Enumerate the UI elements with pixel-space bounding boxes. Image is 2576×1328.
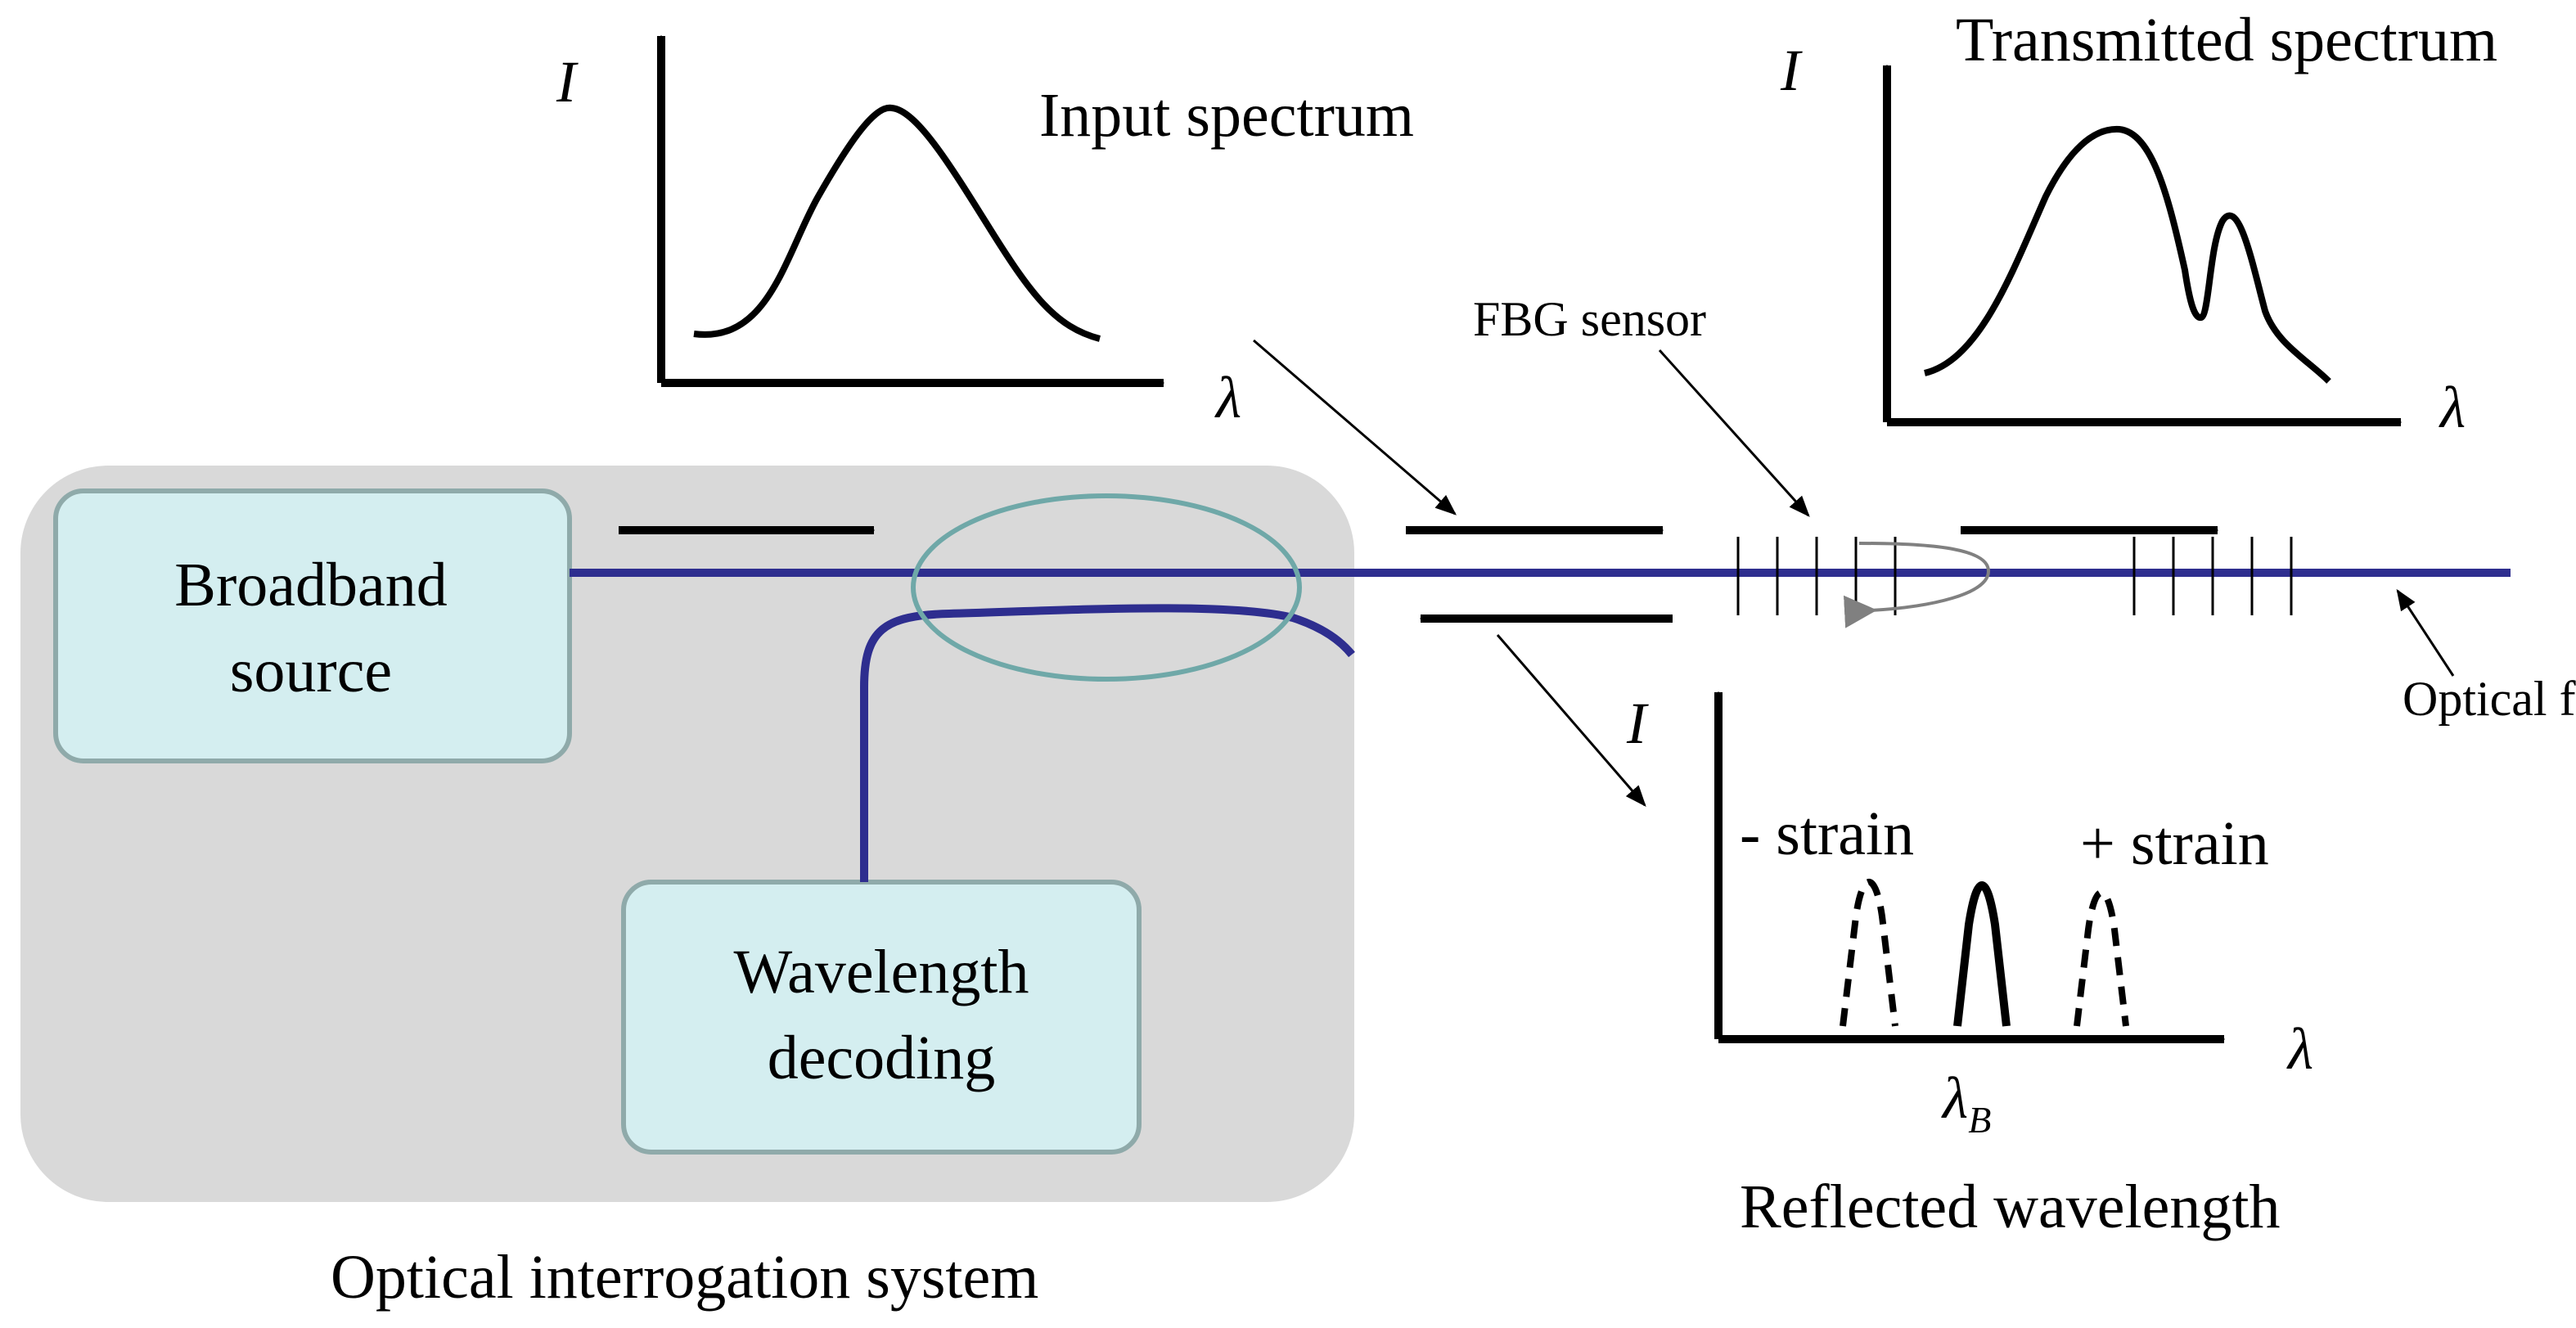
transmitted-wavelength-symbol: λ	[2439, 375, 2466, 440]
plus-strain-peak	[2074, 889, 2129, 1027]
reflected-wavelength-plot: I λ - strain + strain λB	[1626, 691, 2313, 1141]
minus-strain-label: - strain	[1740, 799, 1914, 868]
fbg-sensor-label: FBG sensor	[1473, 292, 1706, 346]
broadband-source-label-line2: source	[230, 637, 392, 705]
input-spectrum-plot: I λ	[556, 36, 1241, 430]
optical-interrogation-system-title: Optical interrogation system	[331, 1243, 1038, 1312]
reflected-pointer	[1496, 634, 1646, 807]
transmitted-intensity-symbol: I	[1780, 38, 1803, 103]
reflection-loop-arrow	[1843, 542, 1991, 628]
reflected-wavelength-symbol: λ	[2286, 1016, 2313, 1082]
reflected-wavelength-title: Reflected wavelength	[1740, 1173, 2280, 1241]
fbg-grating-second	[2132, 537, 2293, 615]
transmitted-spectrum-plot: I λ	[1780, 38, 2466, 440]
input-wavelength-symbol: λ	[1214, 365, 1241, 430]
input-intensity-symbol: I	[556, 49, 579, 115]
plus-strain-label: + strain	[2080, 809, 2269, 878]
bragg-wavelength-label: λB	[1941, 1065, 1991, 1141]
coupler-ellipse	[911, 493, 1302, 682]
minus-strain-peak	[1840, 879, 1898, 1027]
optical-fiber-label: Optical fiber	[2403, 672, 2576, 726]
coupler-branch-fiber	[860, 604, 1355, 882]
wavelength-decoding-box	[621, 880, 1142, 1155]
reflected-intensity-symbol: I	[1626, 691, 1649, 756]
broadband-source-box	[53, 488, 572, 763]
wavelength-decoding-label-line1: Wavelength	[733, 938, 1029, 1006]
broadband-source-label-line1: Broadband	[174, 551, 447, 619]
input-spectrum-title: Input spectrum	[1039, 81, 1414, 150]
nominal-peak	[1953, 881, 2011, 1027]
input-spectrum-pointer	[1253, 339, 1457, 515]
fbg-sensor-pointer	[1658, 349, 1810, 517]
optical-fiber-pointer	[2396, 588, 2455, 677]
transmitted-spectrum-title: Transmitted spectrum	[1956, 6, 2497, 74]
wavelength-decoding-label-line2: decoding	[768, 1024, 996, 1092]
fbg-grating	[1736, 537, 1897, 615]
